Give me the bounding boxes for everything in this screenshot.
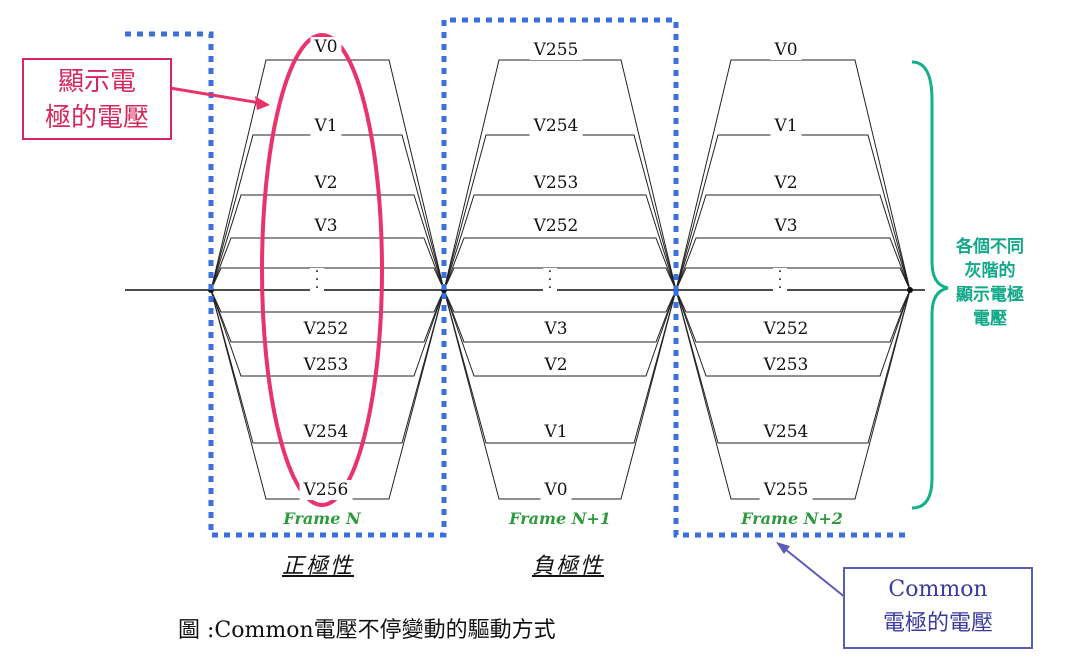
frame-n-top-label-2: V2 [310, 173, 342, 193]
frame-n-top-label-3: V3 [310, 216, 342, 236]
frame-1-waveform-8 [443, 289, 677, 444]
frame-0-waveform-2 [210, 194, 445, 291]
frame-n-label: Frame N [283, 509, 361, 528]
frame-n2-label: Frame N+2 [741, 509, 843, 528]
gray-level-callout-line3: 顯示電極 [956, 285, 1024, 305]
figure-caption: 圖 :Common電壓不停變動的驅動方式 [178, 618, 556, 643]
frame-2-waveform-6 [675, 289, 911, 343]
frame-1-waveform-6 [443, 289, 677, 343]
pixel-electrode-callout-line2: 極的電壓 [44, 103, 149, 133]
frame-n-bottom-label-2: V254 [299, 422, 353, 442]
frame-2-waveform-0 [675, 59, 911, 291]
gray-level-callout-line4: 電壓 [973, 309, 1007, 329]
frame-2-waveform-1 [675, 134, 911, 291]
frame-n-dashed-box [125, 31, 447, 538]
frame-1-waveform-7 [443, 289, 677, 377]
common-callout-line1: Common [888, 577, 988, 602]
frame-1-waveform-4 [443, 267, 677, 291]
frame-n2-dashed-box [673, 290, 905, 538]
frame-n2-ellipsis: ··· [773, 265, 787, 295]
frame-n-top-label-1: V1 [310, 116, 342, 136]
frame-2-waveform-8 [675, 289, 911, 444]
positive-polarity-label: 正極性 [281, 554, 355, 579]
frame-2-waveform-4 [675, 267, 911, 291]
frame-0-waveform-7 [210, 289, 445, 377]
common-callout-pointer [779, 544, 847, 599]
frame-1-waveform-3 [443, 237, 677, 291]
frame-0-waveform-8 [210, 289, 445, 444]
frame-n-ellipsis: ··· [310, 265, 324, 295]
frame-2-waveform-5 [675, 289, 911, 313]
frame-1-waveform-0 [443, 59, 677, 291]
frame-2-waveform-2 [675, 194, 911, 291]
pixel-electrode-voltage-callout: 顯示電 極的電壓 [22, 58, 172, 140]
frame-n2-top-label-0: V0 [770, 40, 802, 60]
pixel-electrode-callout-line1: 顯示電 [57, 67, 136, 97]
gray-level-voltage-callout: 各個不同 灰階的 顯示電極 電壓 [942, 235, 1038, 331]
frame-n1-top-label-1: V254 [529, 116, 583, 136]
frame-0-waveform-6 [210, 289, 445, 343]
frame-n1-bottom-label-2: V1 [540, 422, 572, 442]
common-pointer-arrowhead [776, 542, 790, 554]
red-callout-pointer [169, 86, 267, 106]
frame-n2-top-label-1: V1 [770, 116, 802, 136]
frame-1-waveform-2 [443, 194, 677, 291]
frame-n-top-label-0: V0 [310, 37, 342, 57]
frame-2-waveform-3 [675, 237, 911, 291]
frame-n1-label: Frame N+1 [509, 509, 611, 528]
frame-n-bottom-label-1: V253 [299, 355, 353, 375]
frame-n1-top-label-2: V253 [529, 173, 583, 193]
frame-n-bottom-label-3: V256 [299, 480, 353, 500]
pixel-electrode-ellipse [260, 33, 384, 507]
gray-level-brace [911, 60, 949, 510]
frame-n2-bottom-label-1: V253 [759, 355, 813, 375]
red-pointer-arrowhead [255, 96, 270, 110]
frame-n1-dashed-box [441, 17, 679, 290]
frame-n2-bottom-label-2: V254 [759, 422, 813, 442]
frame-n1-top-label-0: V255 [529, 40, 583, 60]
frame-1-waveform-5 [443, 289, 677, 313]
frame-n1-bottom-label-1: V2 [540, 355, 572, 375]
frame-n2-bottom-label-3: V255 [759, 480, 813, 500]
frame-n2-top-label-2: V2 [770, 173, 802, 193]
frame-1-waveform-1 [443, 134, 677, 291]
frame-n1-bottom-label-0: V3 [540, 319, 572, 339]
frame-0-waveform-3 [210, 237, 445, 291]
frame-n2-bottom-label-0: V252 [759, 319, 813, 339]
gray-level-callout-line1: 各個不同 [956, 237, 1024, 257]
negative-polarity-label: 負極性 [531, 554, 605, 579]
frame-n2-top-label-3: V3 [770, 216, 802, 236]
common-callout-line2: 電極的電壓 [882, 611, 993, 636]
frame-0-waveform-5 [210, 289, 445, 313]
frame-n1-ellipsis: ··· [543, 265, 557, 295]
frame-2-waveform-7 [675, 289, 911, 377]
node-dot-3 [907, 287, 913, 293]
common-voltage-callout: Common 電極的電壓 [843, 567, 1033, 649]
frame-n1-top-label-3: V252 [529, 216, 583, 236]
gray-level-callout-line2: 灰階的 [964, 261, 1016, 281]
frame-n1-bottom-label-3: V0 [540, 480, 572, 500]
frame-0-waveform-0 [210, 59, 445, 291]
frame-0-waveform-4 [210, 267, 445, 291]
frame-0-waveform-1 [210, 134, 445, 291]
frame-n-bottom-label-0: V252 [299, 319, 353, 339]
